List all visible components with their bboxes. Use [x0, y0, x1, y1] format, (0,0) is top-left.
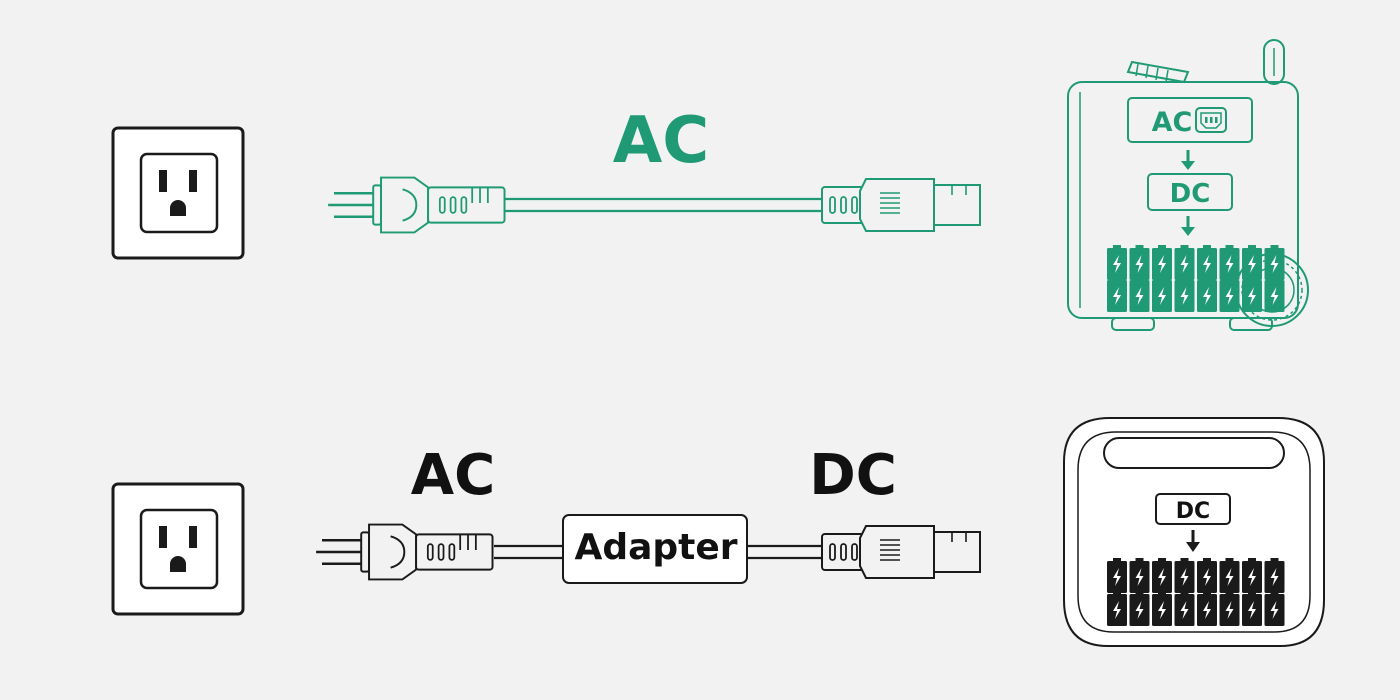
battery-cell-icon — [1107, 591, 1127, 626]
battery-cell-icon — [1242, 277, 1262, 312]
bottom-wall-outlet-icon — [111, 482, 245, 616]
battery-cell-icon — [1107, 558, 1127, 593]
ac-inlet-icon — [1195, 107, 1227, 133]
top-device-ac-label: AC — [1152, 107, 1193, 138]
top-wall-outlet-icon — [111, 126, 245, 260]
bottom-dc-label: DC — [809, 443, 897, 508]
battery-cell-icon — [1152, 245, 1172, 280]
top-ac-power-cord-icon — [326, 176, 981, 234]
top-battery-cells — [1107, 245, 1285, 312]
bottom-ac-plug-icon — [314, 523, 494, 581]
adapter-label: Adapter — [574, 527, 737, 568]
battery-cell-icon — [1174, 591, 1195, 626]
top-ac-plug-icon — [326, 176, 506, 234]
down-arrow-icon — [1181, 150, 1195, 170]
battery-cell-icon — [1197, 277, 1217, 312]
top-female-connector-icon — [821, 178, 981, 232]
adapter-box-icon — [562, 514, 748, 584]
top-cable-label: AC — [613, 104, 710, 178]
battery-cell-icon — [1264, 558, 1285, 593]
bottom-ac-label: AC — [411, 443, 495, 508]
carry-handle-icon — [1103, 437, 1285, 469]
battery-cell-icon — [1152, 591, 1172, 626]
battery-cell-icon — [1129, 558, 1150, 593]
top-device-dc-label: DC — [1170, 179, 1211, 209]
battery-cell-icon — [1174, 277, 1195, 312]
bottom-portable-power-station-icon: DC — [1063, 417, 1325, 647]
battery-cell-icon — [1197, 245, 1217, 280]
bottom-device-dc-label: DC — [1176, 499, 1210, 524]
battery-cell-icon — [1174, 245, 1195, 280]
battery-cell-icon — [1242, 245, 1262, 280]
battery-cell-icon — [1152, 558, 1172, 593]
battery-cell-icon — [1242, 558, 1262, 593]
battery-cell-icon — [1219, 245, 1240, 280]
down-arrow-icon — [1186, 530, 1200, 552]
battery-cell-icon — [1107, 277, 1127, 312]
battery-cell-icon — [1264, 245, 1285, 280]
battery-cell-icon — [1107, 245, 1127, 280]
battery-cell-icon — [1152, 277, 1172, 312]
battery-cell-icon — [1242, 591, 1262, 626]
bottom-adapter-cord-icon — [314, 514, 981, 584]
battery-cell-icon — [1264, 591, 1285, 626]
down-arrow-icon — [1181, 216, 1195, 236]
battery-cell-icon — [1129, 591, 1150, 626]
battery-cell-icon — [1219, 591, 1240, 626]
battery-cell-icon — [1219, 277, 1240, 312]
battery-cell-icon — [1197, 558, 1217, 593]
bottom-dc-plug-icon — [821, 525, 981, 579]
battery-cell-icon — [1174, 558, 1195, 593]
battery-cell-icon — [1129, 245, 1150, 280]
battery-cell-icon — [1129, 277, 1150, 312]
battery-cell-icon — [1197, 591, 1217, 626]
battery-cell-icon — [1264, 277, 1285, 312]
battery-cell-icon — [1219, 558, 1240, 593]
top-power-station-icon: AC DC — [1067, 39, 1309, 331]
